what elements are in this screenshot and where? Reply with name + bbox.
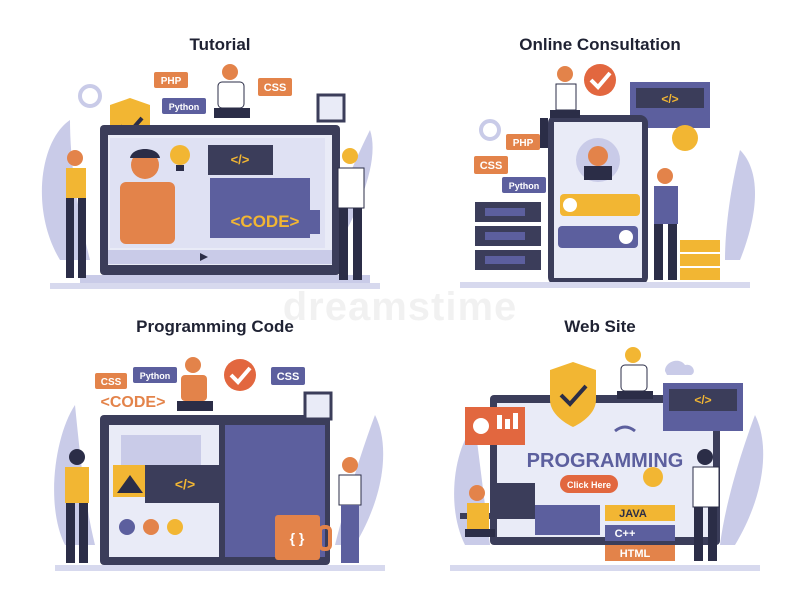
- person-on-laptop: [177, 357, 213, 411]
- code-tag-snippet: </>: [175, 476, 195, 492]
- person-on-laptop: [617, 347, 653, 399]
- code-tag-snippet: </>: [231, 152, 250, 167]
- title-online-consultation: Online Consultation: [519, 35, 681, 54]
- programming-code-illustration: [54, 357, 385, 571]
- smartphone-icon: [548, 115, 648, 285]
- programming-label: PROGRAMMING: [527, 450, 684, 472]
- man-right: [692, 449, 720, 561]
- svg-text:CSS: CSS: [101, 377, 122, 388]
- html-label: HTML: [620, 548, 651, 560]
- lightbulb-icon: [643, 467, 663, 487]
- tutorial-illustration: [41, 64, 380, 289]
- python-tag: Python: [502, 177, 546, 193]
- watermark: dreamstime: [282, 285, 518, 329]
- php-tag: PHP: [154, 72, 188, 88]
- python-tag: Python: [133, 367, 177, 383]
- tutorial-tags: PHP CSS Python </> <CODE>: [154, 72, 300, 231]
- consultation-illustration: </>: [460, 64, 755, 288]
- check-badge-icon: [224, 359, 256, 391]
- code-window: </>: [663, 383, 743, 431]
- lightbulb-icon: [672, 125, 698, 151]
- consultation-tags: PHP CSS Python: [474, 134, 546, 193]
- lightbulb-icon: [170, 145, 190, 171]
- web-site-illustration: </>: [450, 347, 764, 571]
- svg-text:Python: Python: [140, 371, 171, 381]
- css-tag-right: CSS: [271, 367, 305, 385]
- woman-sitting-phone: [540, 66, 580, 148]
- svg-text:Click Here: Click Here: [567, 480, 611, 490]
- stats-card: [465, 407, 525, 445]
- programming-code-tags: CSS Python CSS <CODE> </> { }: [95, 367, 305, 546]
- svg-text:PHP: PHP: [513, 138, 534, 149]
- server-rack-icon: [475, 202, 541, 270]
- css-tag: CSS: [95, 373, 127, 389]
- check-badge-icon: [584, 64, 616, 96]
- svg-text:Python: Python: [169, 102, 200, 112]
- man-with-laptop: [65, 449, 89, 563]
- click-here-button[interactable]: Click Here: [560, 475, 618, 493]
- css-tag: CSS: [258, 78, 292, 96]
- cpp-label: C++: [615, 528, 636, 540]
- svg-text:PHP: PHP: [161, 76, 182, 87]
- css-tag: CSS: [474, 156, 508, 174]
- svg-text:CSS: CSS: [480, 160, 503, 172]
- man-right: [337, 148, 365, 280]
- man-with-phone: [654, 168, 678, 280]
- svg-text:</>: </>: [694, 393, 711, 407]
- woman-left: [66, 150, 86, 278]
- code-window: </>: [630, 82, 710, 128]
- svg-text:Python: Python: [509, 181, 540, 191]
- code-label: <CODE>: [101, 394, 166, 411]
- svg-text:CSS: CSS: [264, 82, 287, 94]
- title-tutorial: Tutorial: [189, 35, 251, 54]
- braces-label: { }: [290, 530, 305, 546]
- web-site-tags: PROGRAMMING Click Here JAVA C++ HTML: [527, 450, 684, 560]
- svg-text:CSS: CSS: [277, 371, 300, 383]
- java-label: JAVA: [619, 508, 647, 520]
- wifi-icon: [614, 425, 636, 433]
- mug-icon: [275, 515, 332, 560]
- python-tag: Python: [162, 98, 206, 114]
- svg-text:</>: </>: [661, 92, 678, 106]
- title-web-site: Web Site: [564, 317, 636, 336]
- person-at-desk: [465, 485, 495, 537]
- woman-right: [338, 457, 362, 563]
- shield-icon: [550, 362, 596, 427]
- person-on-laptop: [214, 64, 250, 118]
- php-tag: PHP: [506, 134, 540, 150]
- title-programming-code: Programming Code: [136, 317, 294, 336]
- code-label: <CODE>: [231, 212, 300, 231]
- presenter-person: [120, 149, 175, 244]
